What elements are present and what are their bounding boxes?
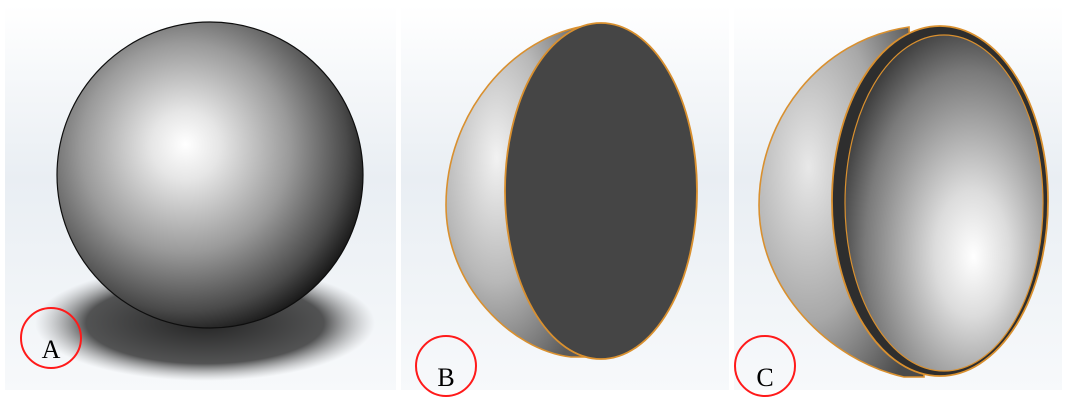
panel-c-hollow-shell — [734, 5, 1062, 390]
hemisphere-flat-face — [504, 22, 698, 360]
label-b-circle: B — [415, 335, 477, 397]
label-a-circle: A — [20, 307, 82, 369]
panel-b-solid-hemisphere — [401, 5, 729, 390]
sphere-body — [56, 21, 364, 329]
label-c-circle: C — [734, 335, 796, 397]
label-a-text: A — [41, 335, 61, 364]
hollow-shell-graphic — [734, 5, 1062, 390]
label-c-text: C — [756, 363, 774, 392]
shell-inner-cavity — [844, 34, 1044, 372]
solid-hemisphere-graphic — [401, 5, 729, 390]
label-b-text: B — [437, 363, 455, 392]
